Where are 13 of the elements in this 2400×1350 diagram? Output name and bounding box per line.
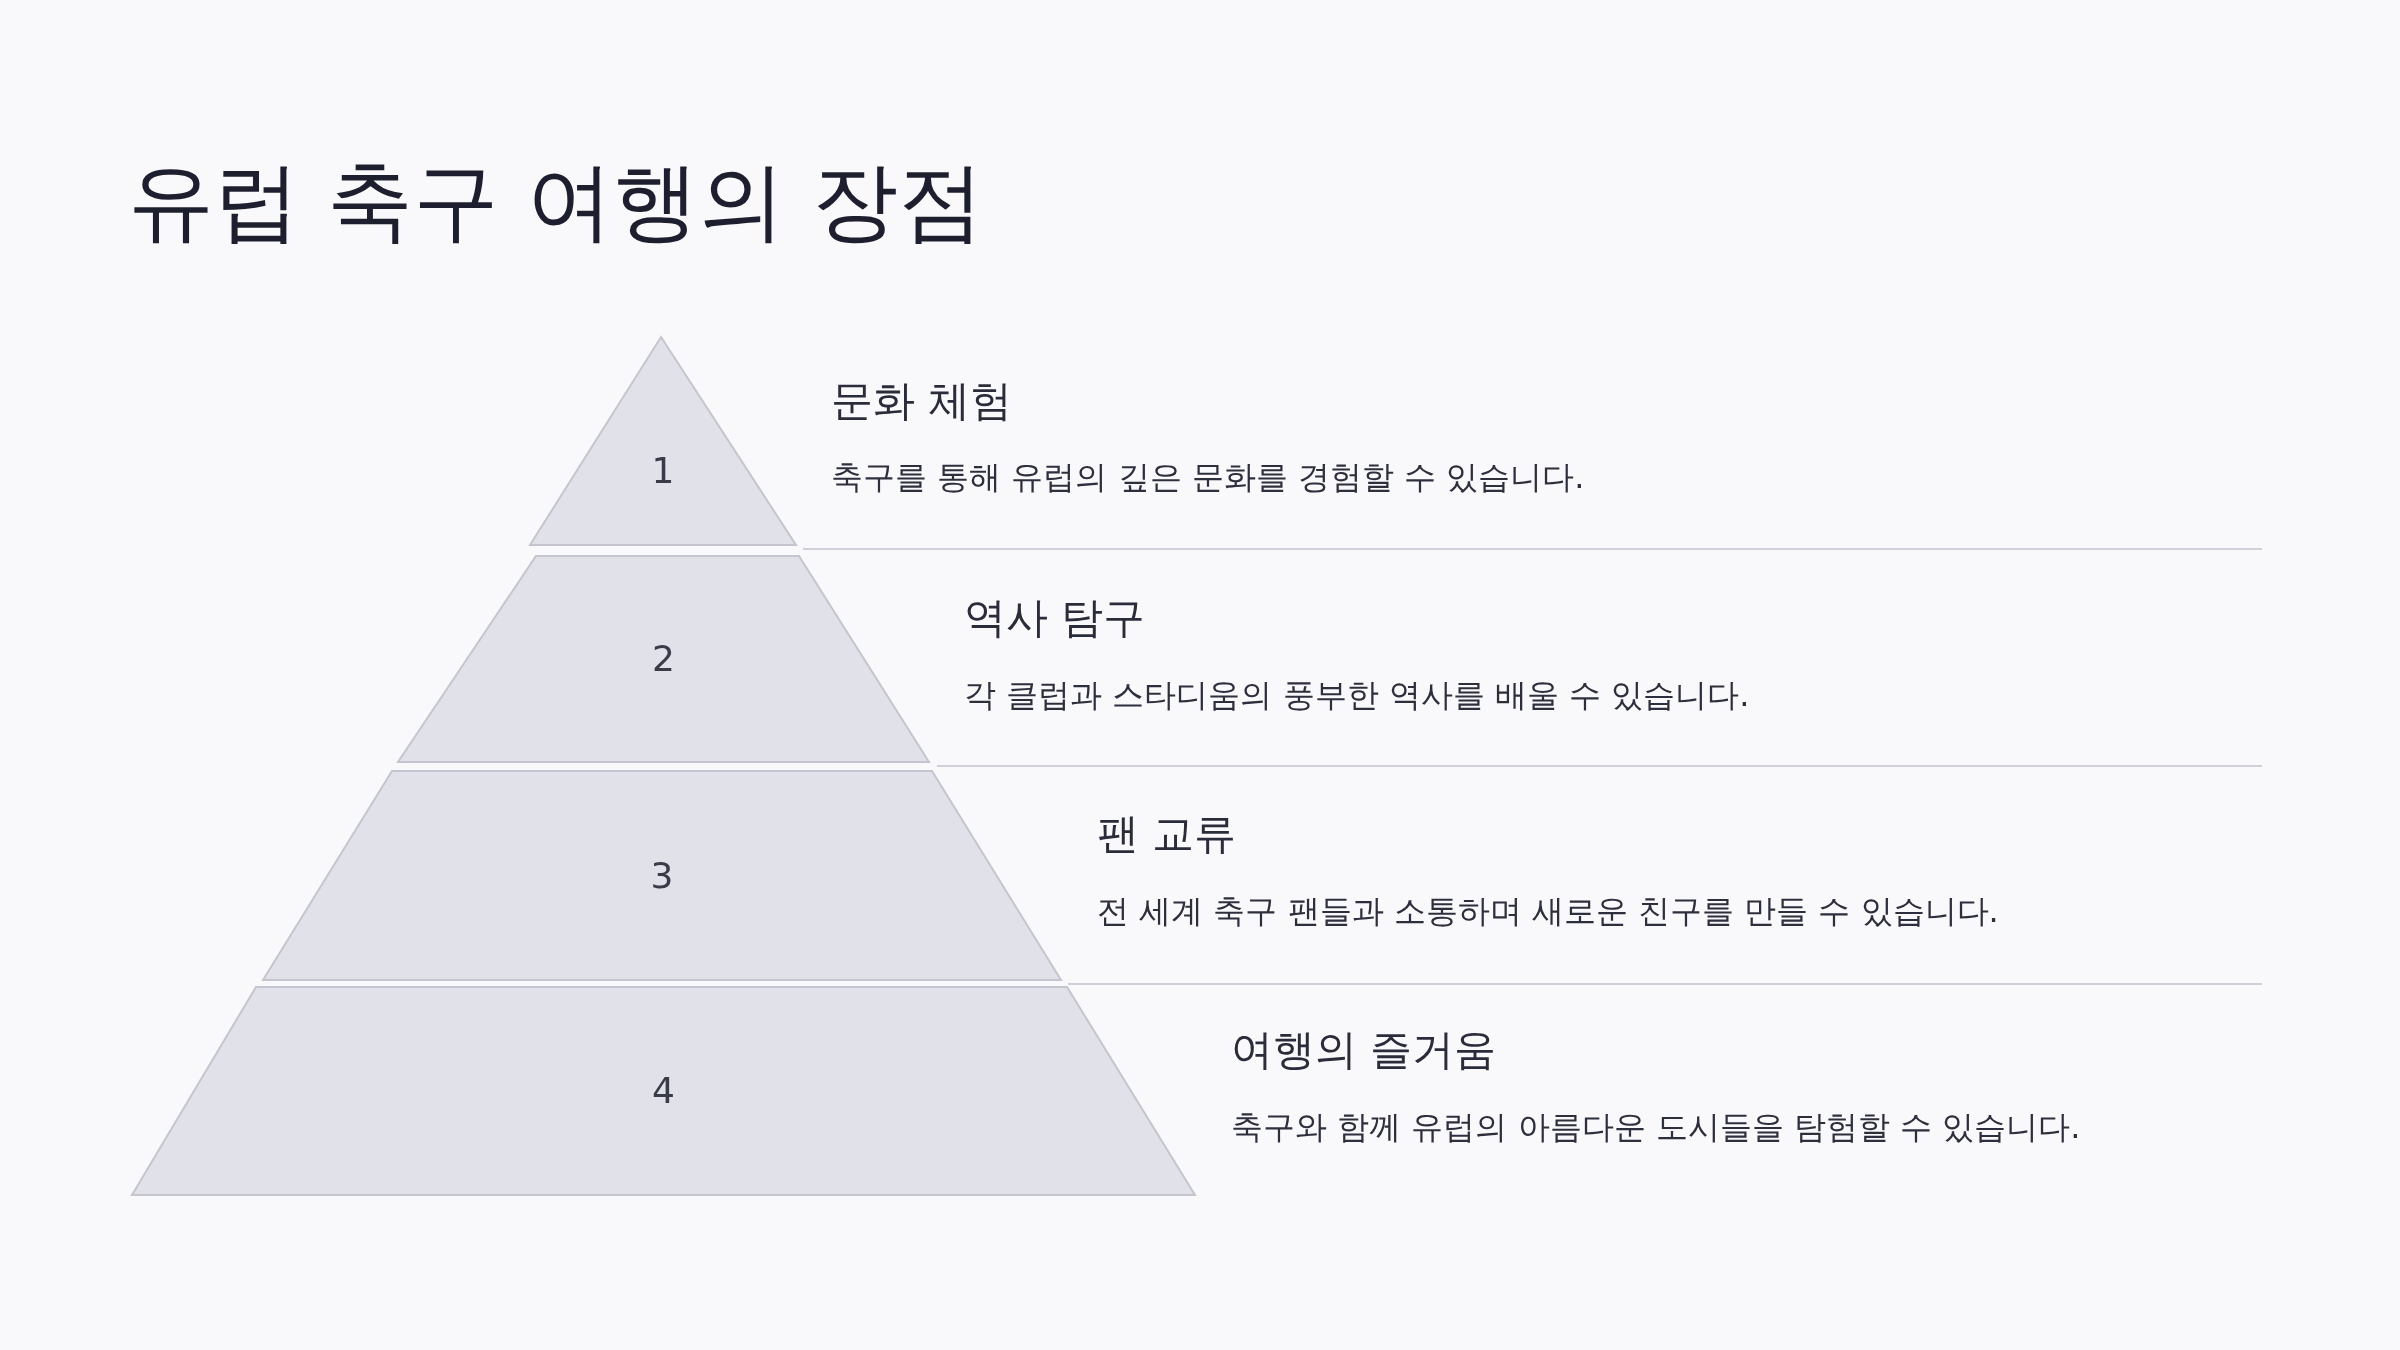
tier-description: 각 클럽과 스타디움의 풍부한 역사를 배울 수 있습니다. (964, 676, 1750, 715)
tier-number: 4 (652, 1073, 675, 1109)
tier-number: 1 (651, 453, 675, 489)
tier-description: 전 세계 축구 팬들과 소통하며 새로운 친구를 만들 수 있습니다. (1097, 892, 1999, 931)
tier-description: 축구와 함께 유럽의 아름다운 도시들을 탐험할 수 있습니다. (1231, 1108, 2081, 1147)
tier-number: 2 (652, 641, 675, 677)
tier-heading: 문화 체험 (831, 376, 1013, 427)
tier-description: 축구를 통해 유럽의 깊은 문화를 경험할 수 있습니다. (831, 458, 1585, 497)
tier-number: 3 (650, 857, 674, 894)
tier-heading: 여행의 즐거움 (1231, 1025, 1497, 1076)
tier-heading: 역사 탐구 (964, 593, 1146, 644)
tier-heading: 팬 교류 (1097, 809, 1237, 860)
title: 유럽 축구 여행의 장점 (128, 150, 984, 253)
